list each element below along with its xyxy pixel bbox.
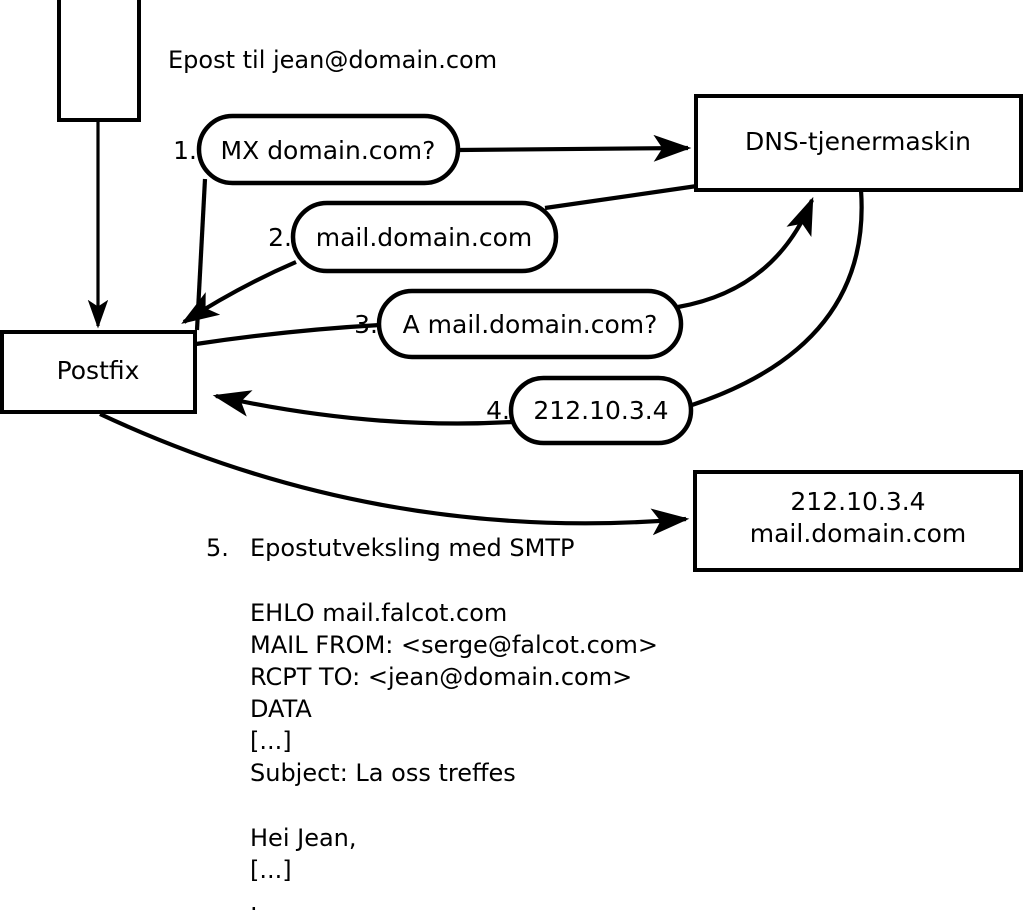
step-number-5: 5. xyxy=(206,534,229,562)
edge-step3-to-dns xyxy=(677,196,814,310)
edge-postfix-to-step3 xyxy=(195,322,381,347)
bubble-step-1 xyxy=(196,113,461,186)
edge-step4-to-postfix xyxy=(212,390,513,426)
smtp-line-1: MAIL FROM: <serge@falcot.com> xyxy=(250,631,658,659)
caption-email-to: Epost til jean@domain.com xyxy=(168,46,497,74)
bubble-step-4 xyxy=(508,375,694,446)
node-client-box xyxy=(57,0,141,122)
smtp-line-2: RCPT TO: <jean@domain.com> xyxy=(250,663,632,691)
node-postfix-label: Postfix xyxy=(57,356,140,385)
smtp-line-9: . xyxy=(250,888,258,916)
bubble-step-1-label: MX domain.com? xyxy=(221,136,436,165)
edge-step1-to-dns xyxy=(457,134,692,162)
bubble-step-4-label: 212.10.3.4 xyxy=(533,396,668,425)
node-mailserver-host: mail.domain.com xyxy=(750,519,966,548)
bubble-step-2 xyxy=(290,200,559,274)
node-postfix-box xyxy=(0,330,197,414)
step-5-label: Epostutveksling med SMTP xyxy=(250,534,574,562)
node-dns-label: DNS-tjenermaskin xyxy=(745,127,971,156)
node-mailserver-ip: 212.10.3.4 xyxy=(790,487,925,516)
bubble-step-3-label: A mail.domain.com? xyxy=(403,310,658,339)
smtp-line-3: DATA xyxy=(250,695,312,723)
bubble-step-3 xyxy=(376,288,684,360)
edge-dns-to-step4 xyxy=(691,189,864,407)
smtp-line-5: Subject: La oss treffes xyxy=(250,759,516,787)
node-dns-box xyxy=(694,94,1023,192)
smtp-line-7: Hei Jean, xyxy=(250,824,357,852)
smtp-line-0: EHLO mail.falcot.com xyxy=(250,599,507,627)
edge-dns-to-step2 xyxy=(544,183,698,211)
step-number-1: 1. xyxy=(173,136,197,165)
smtp-line-4: [...] xyxy=(250,727,292,755)
step-number-4: 4. xyxy=(486,396,510,425)
edge-step2-to-postfix xyxy=(181,260,297,324)
step-number-3: 3. xyxy=(354,310,378,339)
bubble-step-2-label: mail.domain.com xyxy=(316,223,532,252)
node-mailserver-box xyxy=(693,470,1023,572)
step-number-2: 2. xyxy=(268,223,292,252)
edge-postfix-to-mailserver xyxy=(99,412,690,536)
smtp-line-8: [...] xyxy=(250,856,292,884)
